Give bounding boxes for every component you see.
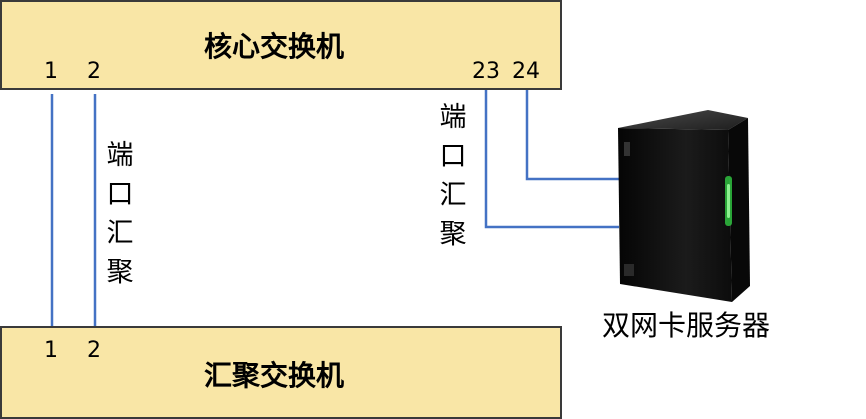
link-core24-server bbox=[527, 90, 619, 179]
link-core23-server bbox=[486, 90, 619, 227]
tower-server-icon bbox=[608, 106, 756, 306]
port-aggregation-label-right: 端口汇聚 bbox=[436, 98, 470, 254]
server-label: 双网卡服务器 bbox=[602, 312, 770, 340]
core-switch-port-24: 24 bbox=[512, 61, 540, 83]
aggregation-switch-port-2: 2 bbox=[87, 340, 101, 362]
core-switch-title: 核心交换机 bbox=[204, 33, 344, 61]
core-switch-port-23: 23 bbox=[472, 61, 500, 83]
port-aggregation-label-left: 端口汇聚 bbox=[103, 136, 137, 292]
aggregation-switch-port-1: 1 bbox=[44, 340, 58, 362]
core-switch-port-1: 1 bbox=[44, 61, 58, 83]
core-switch-port-2: 2 bbox=[87, 61, 101, 83]
aggregation-switch-title: 汇聚交换机 bbox=[204, 362, 344, 390]
